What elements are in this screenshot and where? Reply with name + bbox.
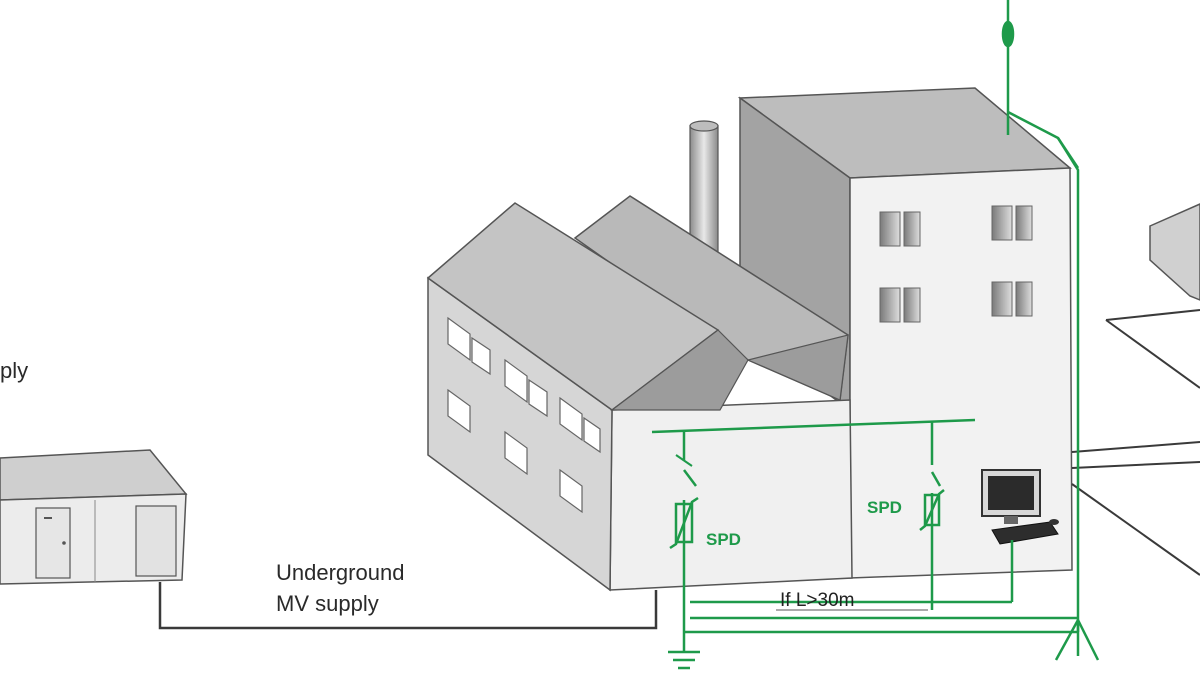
secondary-spd-label: SPD (867, 498, 902, 517)
length-condition-label: If L>30m (780, 590, 855, 611)
factory-hall (426, 195, 853, 592)
lightning-protection (1001, 0, 1100, 661)
earth-symbol-icon (668, 650, 700, 670)
computer-icon (981, 469, 1059, 545)
main-spd-icon (669, 496, 699, 550)
substation-kiosk (0, 449, 188, 585)
underground-label-line1: Underground (276, 560, 405, 585)
air-terminal-icon (1001, 20, 1015, 48)
neighbour-building (1105, 203, 1200, 389)
surge-protection-network (651, 418, 1078, 670)
outgoing-cables (1071, 441, 1200, 576)
supply-label-fragment: ply (0, 358, 29, 383)
underground-label-line2: MV supply (276, 591, 379, 616)
secondary-spd-icon (919, 489, 945, 531)
underground-mv-cable (158, 582, 658, 630)
factory-windows (447, 316, 601, 514)
chimney (689, 120, 719, 263)
distribution-busbar (651, 418, 976, 434)
earth-electrode-icon (1054, 619, 1100, 661)
main-spd-label: SPD (706, 530, 741, 549)
tall-building-windows (879, 205, 1033, 323)
